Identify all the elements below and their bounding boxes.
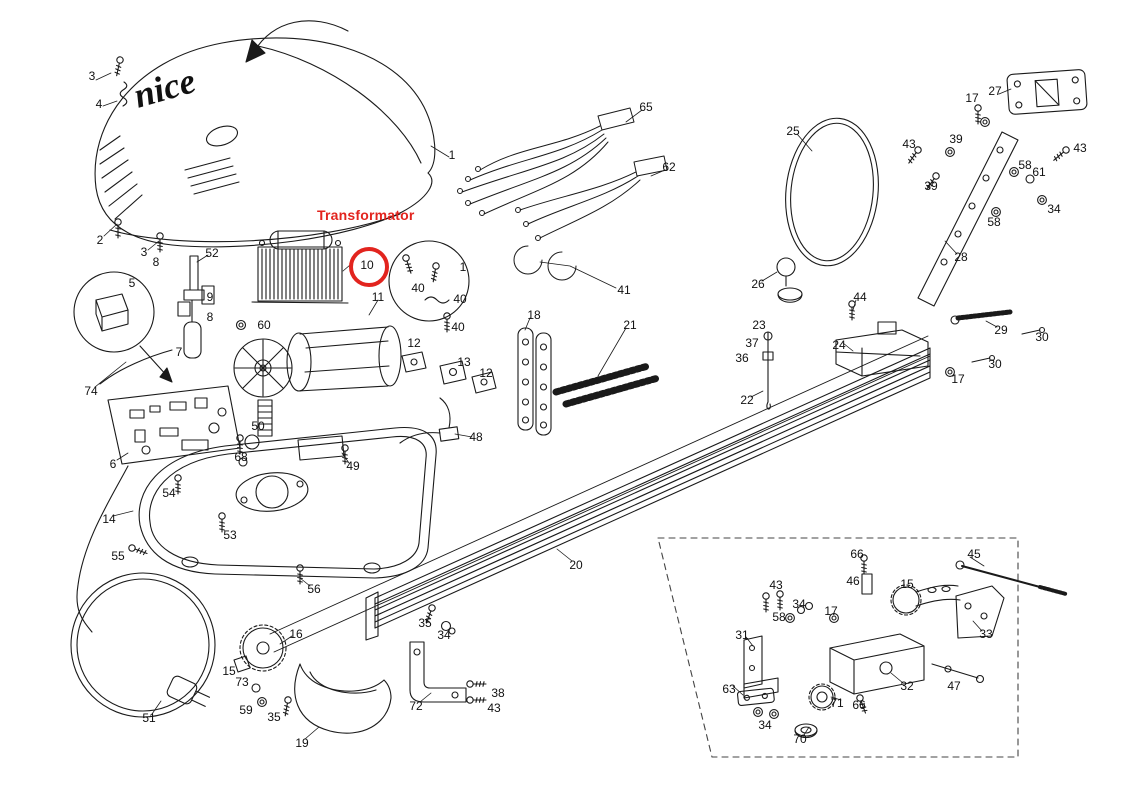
left-fasteners-drawing <box>114 218 214 316</box>
wall-bracket-drawing <box>905 69 1087 306</box>
screw-detail-circle-drawing <box>389 241 469 321</box>
mid-brackets-drawing <box>402 312 658 435</box>
chain-loop-drawing <box>777 114 885 303</box>
release-assembly-drawing <box>763 300 1045 409</box>
highlight-circle <box>349 247 389 287</box>
transformer-drawing <box>252 231 348 303</box>
guard-drawing <box>234 603 487 733</box>
motor-drawing <box>234 326 401 449</box>
leader-lines <box>95 73 1011 739</box>
detail-circle-drawing <box>74 272 172 382</box>
cover-drawing: nice <box>95 21 435 247</box>
rail-drawing <box>240 336 930 671</box>
trolley-assembly-drawing <box>737 554 1066 738</box>
dashed-boundary <box>658 538 1018 757</box>
rotation-arrowhead <box>246 40 265 62</box>
rotation-arrow <box>254 21 348 52</box>
capacitor-drawing <box>184 300 246 358</box>
brand-logo: nice <box>129 60 200 116</box>
transformer-annotation: Transformator <box>317 207 415 223</box>
base-plate-drawing <box>127 398 459 585</box>
wiring-harness-drawing <box>458 108 668 280</box>
power-cord-drawing <box>71 466 215 717</box>
